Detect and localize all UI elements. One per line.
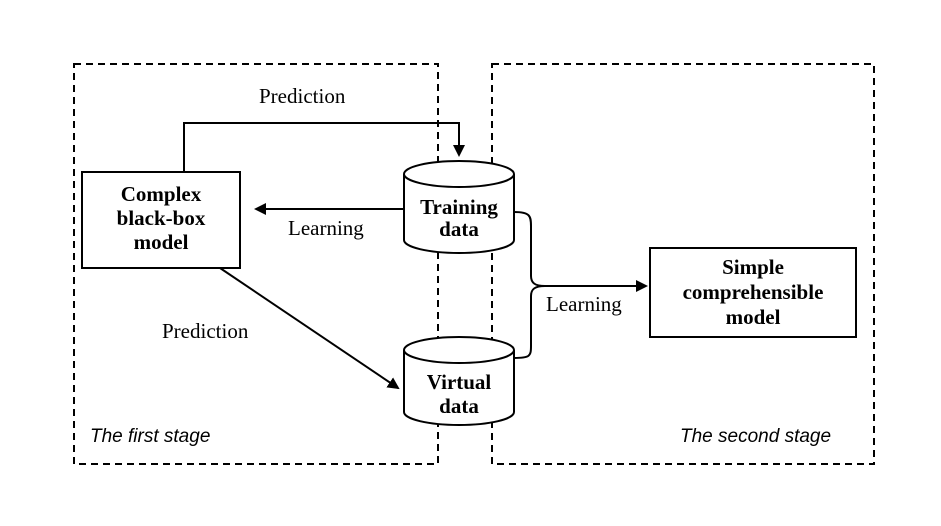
prediction-top-arrow	[183, 122, 465, 172]
training-data-node: Training data	[403, 160, 515, 254]
virtual-data-node: Virtual data	[403, 336, 515, 426]
complex-model-line-3: model	[134, 230, 189, 254]
complex-model-line-1: Complex	[121, 182, 202, 206]
complex-model-line-2: black-box	[117, 206, 206, 230]
simple-model-line-3: model	[726, 305, 781, 329]
first-stage-label: The first stage	[90, 426, 210, 447]
complex-model-node: Complex black-box model	[81, 171, 241, 269]
training-data-line-1: Training	[420, 195, 498, 219]
prediction-top-label: Prediction	[259, 84, 346, 108]
virtual-data-line-1: Virtual	[427, 370, 492, 394]
data-merge-brace	[513, 211, 546, 359]
prediction-bottom-label: Prediction	[162, 319, 249, 343]
simple-model-node: Simple comprehensible model	[649, 247, 857, 338]
learning-left-label: Learning	[288, 216, 364, 240]
virtual-data-line-2: data	[439, 394, 479, 418]
learning-right-label: Learning	[546, 292, 622, 316]
simple-model-line-2: comprehensible	[683, 280, 824, 304]
training-data-line-2: data	[439, 217, 479, 241]
second-stage-box	[491, 63, 875, 465]
prediction-bottom-arrow	[219, 267, 400, 390]
simple-model-line-1: Simple	[722, 255, 784, 279]
second-stage-label: The second stage	[680, 426, 831, 447]
first-stage-box	[73, 63, 439, 465]
